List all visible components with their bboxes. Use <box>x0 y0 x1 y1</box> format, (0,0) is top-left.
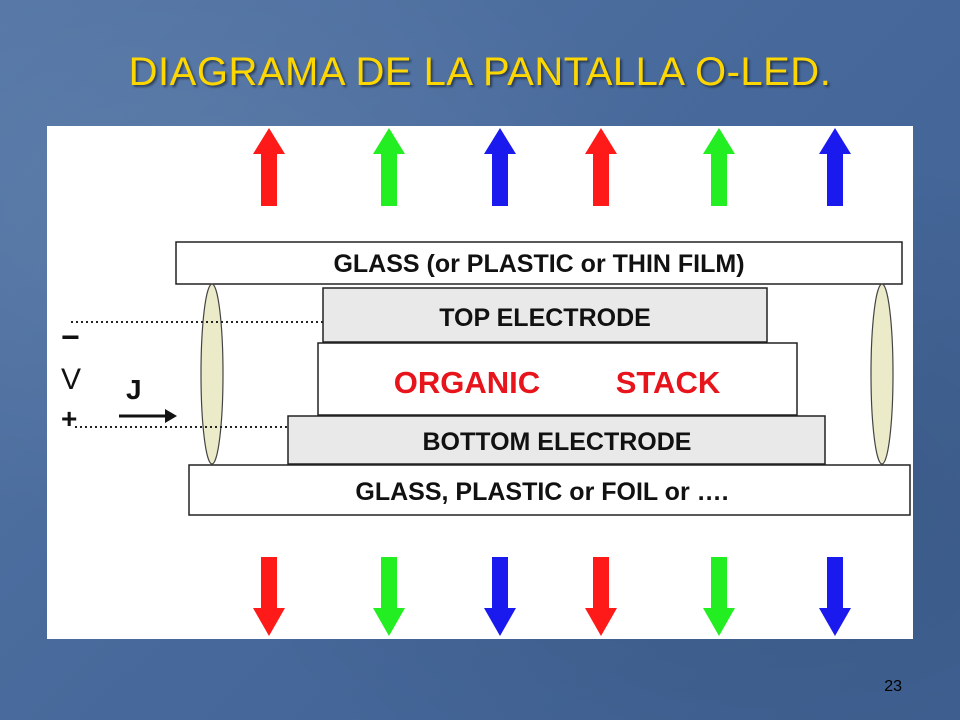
top-electrode-label: TOP ELECTRODE <box>439 304 651 332</box>
emission-arrow-down-3 <box>484 557 516 636</box>
top-electrode-layer <box>322 287 768 343</box>
slide-number: 23 <box>884 678 902 695</box>
slide-title: DIAGRAMA DE LA PANTALLA O-LED. <box>128 50 832 94</box>
stack-label: STACK <box>616 365 721 400</box>
bottom-glass-label: GLASS, PLASTIC or FOIL or …. <box>355 478 728 506</box>
top-glass-label: GLASS (or PLASTIC or THIN FILM) <box>333 250 744 278</box>
emission-arrow-up-1 <box>253 128 285 206</box>
current-arrow-head <box>165 409 177 423</box>
right-seal <box>870 283 894 465</box>
bottom-electrode-label: BOTTOM ELECTRODE <box>423 428 692 456</box>
current-label: J <box>126 374 142 405</box>
bottom-electrode-layer <box>287 415 826 465</box>
emission-arrow-up-3 <box>484 128 516 206</box>
emission-arrows-up <box>253 128 851 206</box>
voltage-label: V <box>61 363 81 396</box>
top-glass-layer <box>175 241 903 285</box>
oled-diagram-svg: GLASS (or PLASTIC or THIN FILM) TOP ELEC… <box>61 128 911 636</box>
organic-label: ORGANIC <box>394 365 540 400</box>
emission-arrow-down-2 <box>373 557 405 636</box>
left-seal <box>200 283 224 465</box>
emission-arrow-up-2 <box>373 128 405 206</box>
emission-arrow-up-5 <box>703 128 735 206</box>
bottom-glass-layer <box>188 464 911 516</box>
emission-arrow-down-1 <box>253 557 285 636</box>
oled-diagram: GLASS (or PLASTIC or THIN FILM) TOP ELEC… <box>47 126 913 639</box>
emission-arrow-up-6 <box>819 128 851 206</box>
emission-arrow-down-5 <box>703 557 735 636</box>
organic-stack-layer <box>317 342 798 416</box>
minus-sign: − <box>61 319 80 355</box>
emission-arrow-up-4 <box>585 128 617 206</box>
plus-sign: + <box>61 403 77 434</box>
emission-arrow-down-4 <box>585 557 617 636</box>
emission-arrow-down-6 <box>819 557 851 636</box>
emission-arrows-down <box>253 557 851 636</box>
